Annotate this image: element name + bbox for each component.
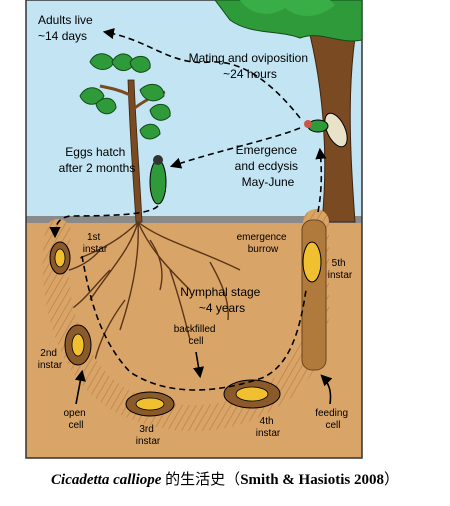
svg-text:2nd instar: 2nd instar [38, 348, 63, 371]
svg-text:emergence burrow: emergence burrow [237, 232, 290, 255]
label-emergence-line1: Emergence [236, 143, 298, 157]
label-instar5-line2: instar [328, 270, 353, 281]
label-adults-line2: ~14 days [38, 29, 87, 43]
caption-life-history: 的生活史（ [161, 472, 241, 488]
large-tree [214, 0, 363, 223]
label-instar1-line1: 1st [87, 232, 101, 243]
figure-caption: Cicadetta calliope 的生活史（Smith & Hasiotis… [0, 468, 450, 489]
sapling [79, 53, 171, 223]
label-eggs-line1: Eggs hatch [65, 145, 125, 159]
panel-border [25, 0, 363, 459]
label-mating-line2: ~24 hours [223, 67, 277, 81]
svg-text:backfilled cell: backfilled cell [174, 324, 218, 347]
label-feeding-cell-line1: feeding [315, 408, 348, 419]
label-feeding-cell-line2: cell [325, 420, 340, 431]
label-instar2-line2: instar [38, 360, 63, 371]
label-adults-line1: Adults live [38, 13, 93, 27]
life-cycle-arrows [49, 28, 333, 405]
svg-text:5th instar: 5th instar [328, 258, 353, 281]
roots [59, 221, 241, 361]
svg-text:3rd instar: 3rd instar [136, 424, 161, 447]
label-mating-line1: Mating and oviposition [189, 51, 308, 65]
label-instar4-line2: instar [256, 428, 281, 439]
label-emergence-line2: and ecdysis [235, 159, 298, 173]
svg-text:Mating and oviposition ~24: Mating and oviposition ~24 hours [189, 51, 312, 81]
svg-text:1st instar: 1st instar [83, 232, 108, 255]
adult-cicada-on-sapling [149, 155, 167, 205]
label-open-cell-line2: cell [68, 420, 83, 431]
label-nymphal-line2: ~4 years [199, 301, 245, 315]
svg-text:4th instar: 4th instar [256, 416, 281, 439]
label-instar3-line1: 3rd [139, 424, 153, 435]
label-emergence-line3: May-June [242, 175, 295, 189]
label-instar2-line1: 2nd [40, 348, 57, 359]
svg-text:open cell: open cell [63, 408, 88, 431]
label-instar4-line1: 4th [260, 416, 274, 427]
label-open-cell-line1: open [63, 408, 85, 419]
svg-text:feeding cell: feeding cell [315, 408, 351, 431]
emerging-cicada [304, 112, 348, 148]
cell-instar-5 [302, 241, 322, 283]
label-emergence-burrow-line1: emergence [237, 232, 287, 243]
label-nymphal-line1: Nymphal stage [180, 285, 260, 299]
svg-text:Emergence and ecdysis: Emergence and ecdysis May-June [235, 143, 302, 189]
caption-species: Cicadetta calliope [51, 472, 162, 488]
svg-text:Nymphal stage ~4 years: Nymphal stage ~4 years [180, 285, 263, 315]
caption-citation: Smith & Hasiotis 2008 [240, 472, 384, 488]
label-eggs-line2: after 2 months [59, 161, 136, 175]
label-emergence-burrow-line2: burrow [248, 244, 279, 255]
caption-close: ） [383, 472, 399, 488]
label-instar5-line1: 5th [332, 258, 346, 269]
label-instar1-line2: instar [83, 244, 108, 255]
label-backfilled-line2: cell [188, 336, 203, 347]
svg-text:Adults live ~14 days: Adults live ~14 days [38, 13, 96, 43]
ground-surface [26, 216, 362, 223]
label-backfilled-line1: backfilled [174, 324, 216, 335]
svg-text:Eggs hatch after 2 months: Eggs hatch after 2 months [59, 145, 136, 175]
nymph-cells [49, 241, 322, 417]
label-instar3-line2: instar [136, 436, 161, 447]
